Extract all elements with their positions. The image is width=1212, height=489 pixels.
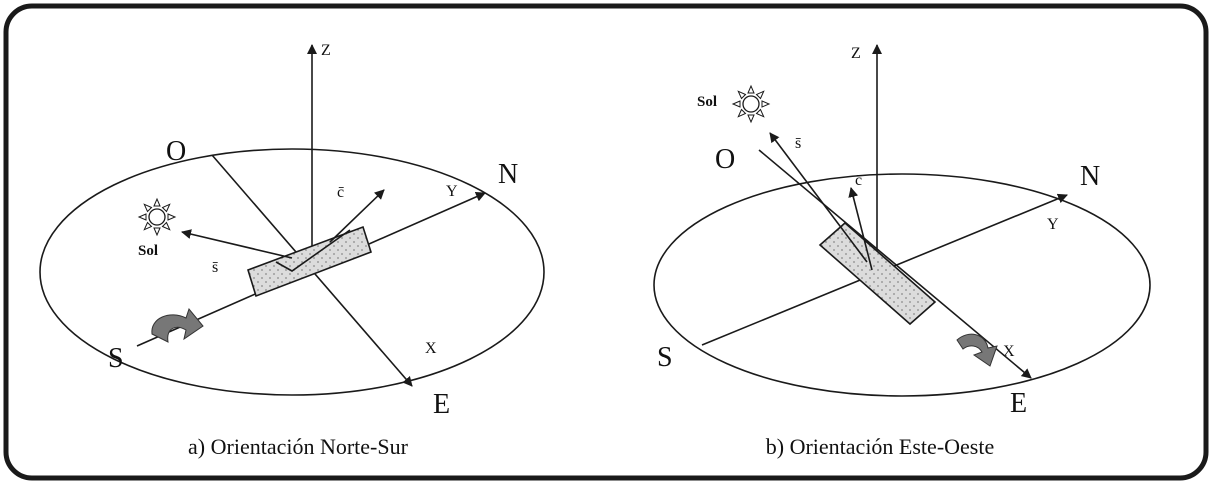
west-label: O <box>166 136 186 167</box>
x-axis <box>758 149 1032 379</box>
south-label: S <box>108 343 124 374</box>
north-label: N <box>498 159 518 190</box>
sun-icon <box>731 84 771 124</box>
y-axis-label: Y <box>1047 216 1059 233</box>
x-axis-label: X <box>425 340 437 357</box>
panel-east-west: Z Y X c̄ s̄ Sol O N S E b) Orientación E… <box>653 44 1151 459</box>
sun-label: Sol <box>697 94 717 110</box>
s-vector-label: s̄ <box>212 259 218 276</box>
east-label: E <box>1010 388 1027 419</box>
figure-frame <box>3 3 1209 481</box>
rotation-arrow-icon <box>151 307 204 343</box>
horizon-ellipse <box>653 173 1151 397</box>
west-label: O <box>715 144 735 175</box>
panel-north-south: Z Y X c̄ s̄ Sol O N S E a) Orientación N… <box>39 42 545 459</box>
north-label: N <box>1080 161 1100 192</box>
c-vector-label: c̄ <box>337 184 344 201</box>
solar-collector <box>247 225 372 298</box>
collector-mark <box>275 229 351 272</box>
z-axis-label: Z <box>851 45 861 62</box>
solar-collector <box>818 221 937 326</box>
x-axis-label: X <box>1003 343 1015 360</box>
panel-caption: a) Orientación Norte-Sur <box>188 434 409 459</box>
rotation-arrow-icon <box>956 333 998 367</box>
horizon-ellipse <box>39 148 545 396</box>
z-axis-label: Z <box>321 42 331 59</box>
y-axis-label: Y <box>446 183 458 200</box>
panel-caption: b) Orientación Este-Oeste <box>766 434 994 459</box>
sun-label: Sol <box>138 243 158 259</box>
south-label: S <box>657 342 673 373</box>
s-vector <box>769 132 868 263</box>
c-vector <box>329 189 385 243</box>
east-label: E <box>433 389 450 420</box>
s-vector <box>181 229 293 259</box>
c-vector-label: c̄ <box>855 172 862 189</box>
sun-icon <box>137 197 177 237</box>
c-vector <box>848 187 873 271</box>
s-vector-label: s̄ <box>795 135 801 152</box>
